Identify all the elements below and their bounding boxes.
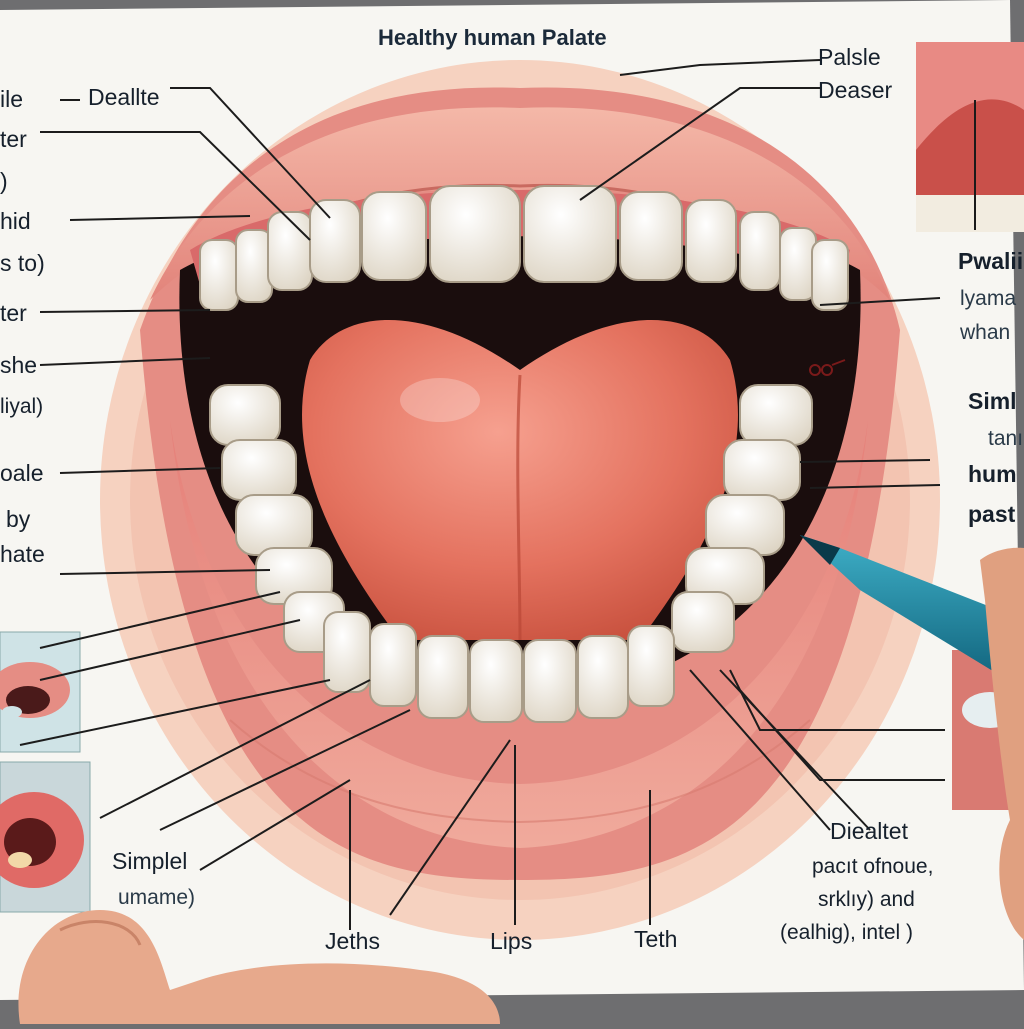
tongue [302, 320, 738, 640]
hand-bottom-left [18, 910, 500, 1024]
label-simplel: Simplel [112, 848, 188, 874]
tongue-highlight [400, 378, 480, 422]
thumbnail [59, 920, 142, 946]
label-right-7: past [968, 501, 1016, 527]
upper-teeth [199, 185, 849, 311]
label-lips: Lips [490, 928, 533, 954]
label-left-10: by [6, 506, 31, 532]
label-palsle: Palsle [818, 44, 881, 70]
label-left-6: ter [0, 300, 27, 326]
label-left-9: oale [0, 460, 44, 486]
lower-teeth-left [209, 384, 345, 653]
diagram-title: Healthy human Palate [378, 25, 607, 50]
label-br-2: pacıt ofnoue, [812, 855, 934, 878]
label-left-1: ile [0, 86, 24, 112]
label-right-5: tanı [988, 427, 1024, 450]
label-left-3: ) [0, 168, 8, 194]
finger-right [980, 547, 1024, 940]
small-marker-icon [809, 359, 846, 376]
label-left-2: ter [0, 126, 27, 152]
inset-top-right [916, 42, 1024, 232]
leader-lines [19, 59, 945, 930]
label-right-4: Siml [968, 388, 1017, 414]
label-dealte: Deallte [88, 84, 160, 110]
lower-teeth-right [671, 384, 813, 653]
label-left-8: liyal) [0, 395, 44, 418]
label-right-2: lyama [960, 287, 1017, 310]
label-jeths: Jeths [325, 928, 380, 954]
label-left-4: hid [0, 208, 31, 234]
label-deaser: Deaser [818, 77, 893, 103]
label-br-4: (ealhig), intel ) [780, 921, 914, 944]
label-right-3: whan [960, 321, 1011, 344]
label-right-6: hum [968, 461, 1017, 487]
lower-front-teeth [323, 611, 675, 723]
tongue-median-groove [516, 374, 522, 641]
label-left-7: she [0, 352, 38, 378]
label-right-1: Pwalii [958, 248, 1024, 274]
label-left-11: hate [0, 541, 45, 567]
inset-left-bottom [0, 761, 91, 913]
label-br-1: Diealtet [830, 818, 908, 844]
pen [800, 535, 1024, 690]
inset-left-middle [0, 631, 81, 753]
label-br-3: srklıy) and [818, 888, 915, 911]
label-left-5: s to) [0, 250, 45, 276]
label-umame: umame) [118, 886, 196, 909]
label-teth: Teth [634, 926, 678, 952]
